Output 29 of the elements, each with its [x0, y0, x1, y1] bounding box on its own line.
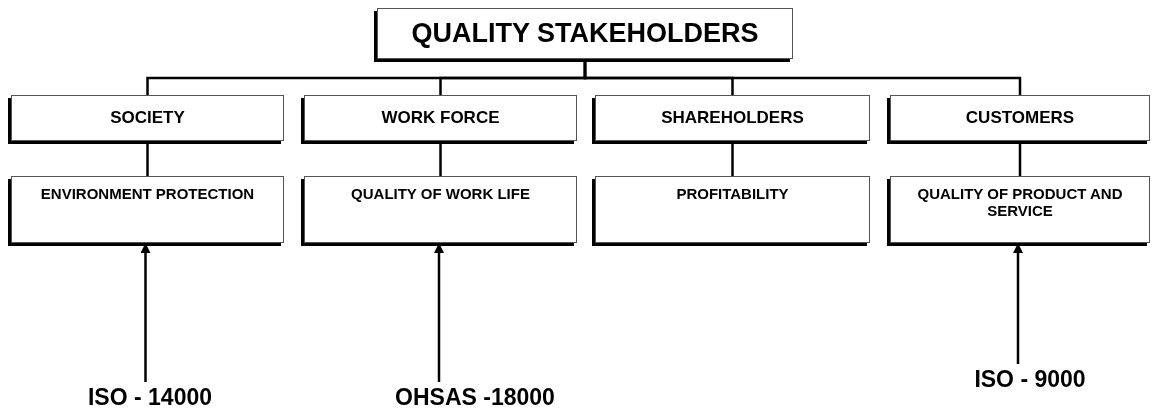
connector-line [1018, 141, 1022, 176]
box-label: PROFITABILITY [675, 185, 790, 202]
box-label: QUALITY OF WORK LIFE [350, 185, 531, 202]
standard-label: ISO - 9000 [973, 366, 1087, 393]
box-label: ENVIRONMENT PROTECTION [39, 185, 256, 202]
org-chart-box [11, 176, 284, 243]
arrow [140, 243, 151, 382]
org-chart-box [890, 176, 1150, 243]
standard-label: OHSAS -18000 [394, 384, 556, 411]
org-chart-box [595, 95, 870, 141]
arrow [434, 243, 444, 382]
connector-line [439, 141, 442, 176]
standard-label: ISO - 14000 [87, 384, 213, 411]
box-label: CUSTOMERS [964, 108, 1076, 128]
org-chart-box [11, 95, 284, 141]
connector-line [583, 59, 1022, 95]
box-label: SHAREHOLDERS [660, 108, 805, 128]
box-label: SOCIETY [109, 108, 186, 128]
box-label: QUALITY OF PRODUCT AND SERVICE [916, 185, 1124, 219]
org-chart-box [304, 95, 577, 141]
arrow [1013, 243, 1023, 364]
org-chart-box [890, 95, 1150, 141]
box-label: WORK FORCE [380, 108, 501, 128]
org-chart-box [377, 8, 793, 59]
connector-line [146, 141, 149, 176]
org-chart-box [595, 176, 870, 243]
connector-line [731, 141, 734, 176]
org-chart-box [304, 176, 577, 243]
box-label: QUALITY STAKEHOLDERS [410, 18, 760, 49]
